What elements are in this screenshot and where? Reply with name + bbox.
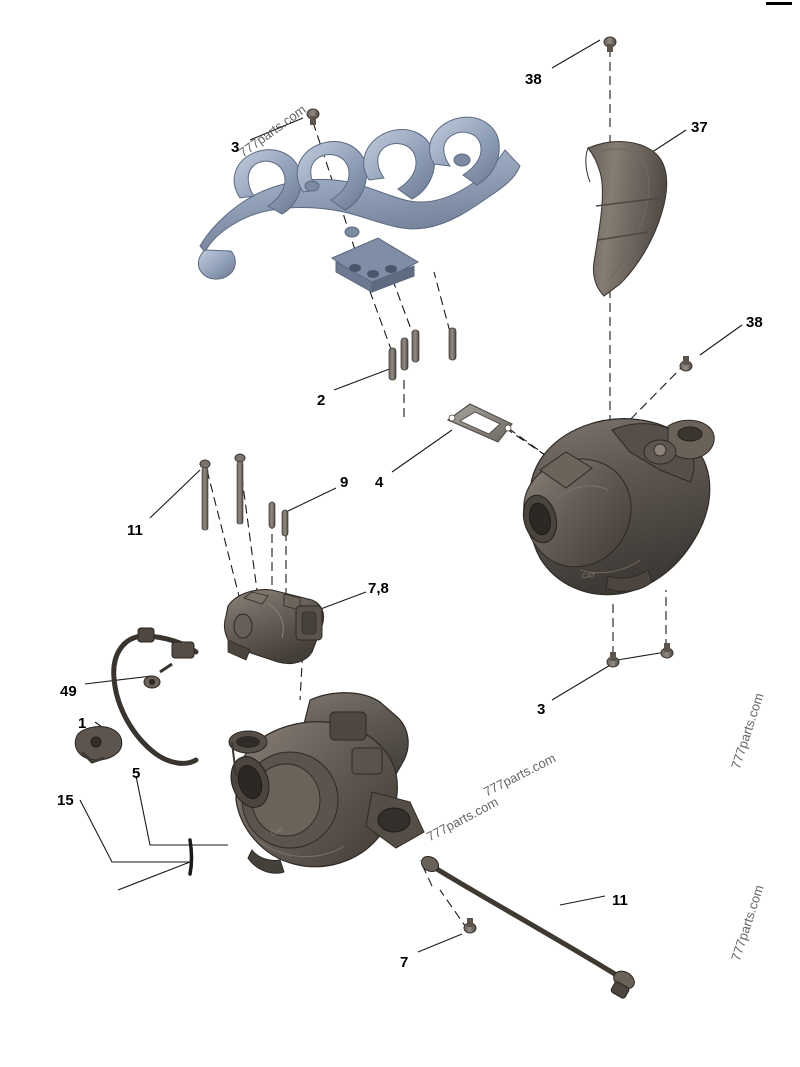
- upper-turbocharger: CAT: [522, 418, 715, 596]
- callout-3-top: 3: [231, 139, 240, 156]
- svg-text:CAT: CAT: [270, 826, 286, 837]
- turbo-mount-bolt-b: [660, 643, 674, 659]
- long-bolts-left-group: [199, 453, 246, 531]
- lower-turbocharger: CAT: [228, 692, 425, 874]
- callout-5: 5: [132, 765, 141, 782]
- wiring-harness: [111, 627, 199, 766]
- oil-line-bolt: [463, 918, 477, 934]
- callout-9: 9: [340, 474, 349, 491]
- dash-2b: [391, 277, 416, 341]
- dash-2a: [367, 285, 393, 353]
- dash-7-lower-b: [419, 859, 433, 887]
- leader-2: [333, 367, 393, 391]
- callout-38-top: 38: [525, 71, 542, 88]
- dash-2c: [433, 271, 451, 333]
- leader-11-lower: [559, 895, 606, 906]
- leader-78: [317, 591, 367, 611]
- stud-2: [400, 337, 409, 371]
- oil-seal-oring: [188, 838, 194, 876]
- long-bolt-left-a: [199, 459, 211, 531]
- exhaust-manifold-part: [197, 116, 521, 293]
- callout-37: 37: [691, 119, 708, 136]
- callout-38-right: 38: [746, 314, 763, 331]
- leader-3-lower-b: [616, 651, 667, 661]
- callout-4: 4: [375, 474, 384, 491]
- callout-49: 49: [60, 683, 77, 700]
- heat-shield-bolt-top: [603, 36, 617, 52]
- actuator-studs-group: [268, 501, 289, 537]
- leader-4: [391, 429, 453, 473]
- leader-15: [79, 799, 190, 863]
- leader-3-lower: [551, 663, 613, 701]
- callout-3-lower: 3: [537, 701, 546, 718]
- leader-38-right: [699, 324, 743, 356]
- turbo-heat-shield: [585, 141, 668, 297]
- stud-3: [411, 329, 420, 363]
- stud-4: [448, 327, 457, 361]
- dash-7-lower: [439, 889, 469, 931]
- manifold-studs-group: [388, 327, 457, 381]
- callout-1: 1: [78, 715, 87, 732]
- turbo-mount-bolt-a: [606, 652, 620, 668]
- leader-7-lower: [417, 933, 463, 953]
- leader-49: [84, 675, 153, 685]
- stud-1: [388, 347, 397, 381]
- svg-text:CAT: CAT: [582, 573, 596, 580]
- manifold-bolt-top: [306, 108, 320, 125]
- turbo-control-actuator: [223, 589, 325, 665]
- dash-11-left-a: [206, 469, 241, 601]
- long-bolt-left-b: [234, 453, 246, 525]
- leader-15b: [117, 861, 191, 891]
- leader-9: [285, 487, 337, 513]
- leader-3-top: [249, 117, 304, 141]
- leader-5: [135, 775, 228, 846]
- callout-2: 2: [317, 392, 326, 409]
- turbo-mount-gasket: [446, 403, 513, 443]
- leader-11-left: [149, 469, 201, 519]
- callout-7-lower: 7: [400, 954, 409, 971]
- corner-mark: [766, 2, 792, 5]
- callout-7-8: 7,8: [368, 580, 389, 597]
- leader-38-top: [551, 39, 601, 69]
- oil-supply-line: [420, 855, 635, 999]
- callout-11-lower: 11: [612, 892, 628, 909]
- callout-11-left: 11: [127, 522, 143, 539]
- heat-shield-bolt-right: [679, 356, 693, 372]
- callout-15: 15: [57, 792, 74, 809]
- sensor-clamp-bracket: [74, 726, 123, 764]
